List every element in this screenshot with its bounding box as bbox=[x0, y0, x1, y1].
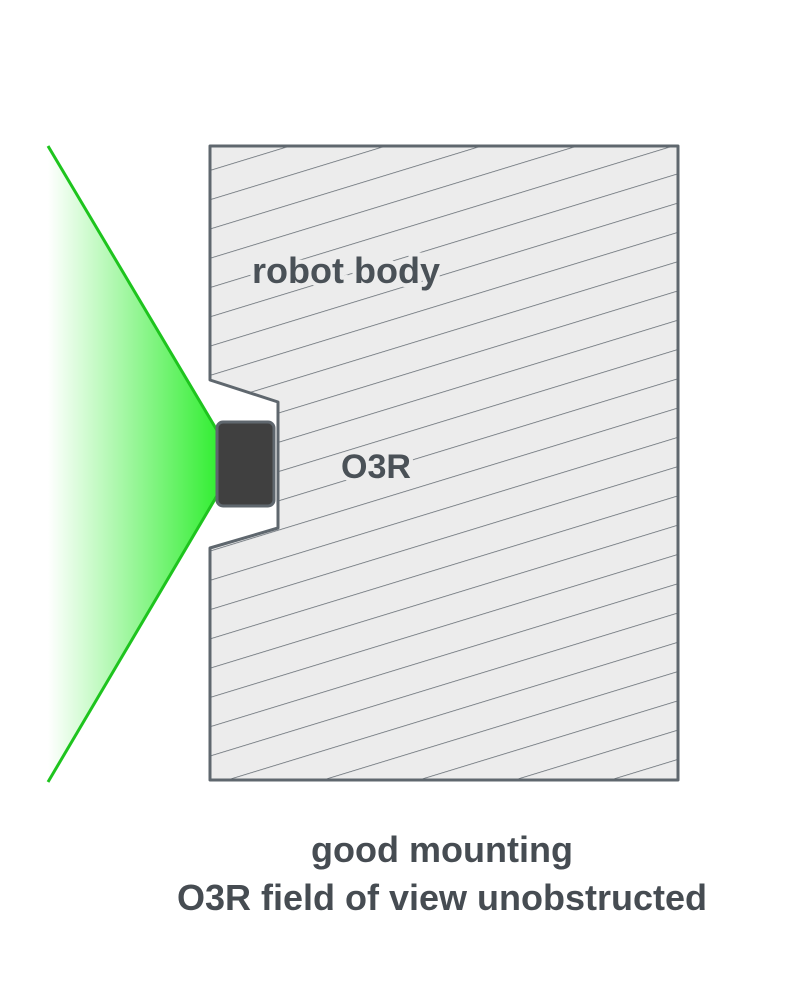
o3r-sensor bbox=[215, 420, 276, 508]
robot-body bbox=[208, 144, 680, 782]
fov-lower-edge bbox=[46, 493, 220, 783]
robot-body-label: robot body bbox=[252, 250, 440, 291]
fov-cone bbox=[48, 146, 218, 782]
diagram-caption: good mounting O3R field of view unobstru… bbox=[0, 826, 797, 922]
caption-title: good mounting bbox=[311, 829, 573, 870]
fov-upper-edge bbox=[46, 145, 220, 433]
caption-subtitle: O3R field of view unobstructed bbox=[176, 877, 708, 918]
o3r-label: O3R bbox=[341, 448, 411, 486]
